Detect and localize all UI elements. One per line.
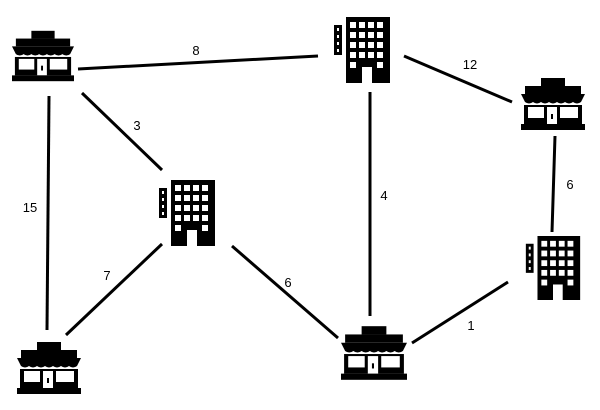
storefront-icon [521,78,585,130]
hotel-building-icon [525,236,581,300]
edge-c-e [550,135,557,233]
edge-weight-a-f: 15 [23,200,37,215]
edge-weight-d-g: 6 [284,275,291,290]
edge-a-d [80,91,164,172]
edge-b-c [403,54,513,104]
node-c [521,78,585,130]
hotel-building-icon [334,17,390,83]
storefront-icon [17,342,81,394]
storefront-icon [341,326,407,380]
node-b [334,17,390,83]
edge-a-f [45,95,51,331]
edge-weight-b-g: 4 [380,188,387,203]
node-d [159,180,215,246]
storefront-icon [12,30,74,82]
hotel-building-icon [159,180,215,246]
node-a [12,30,74,82]
edge-weight-d-f: 7 [103,268,110,283]
node-g [341,326,407,380]
node-f [17,342,81,394]
edge-weight-e-g: 1 [467,318,474,333]
edge-d-g [231,244,339,340]
edge-a-b [77,54,319,71]
edge-e-g [411,280,509,345]
edge-weight-b-c: 12 [463,57,477,72]
node-e [525,236,581,300]
edge-weight-a-b: 8 [192,43,199,58]
edge-weight-c-e: 6 [566,177,573,192]
edge-weight-a-d: 3 [133,118,140,133]
edge-d-f [64,242,164,337]
